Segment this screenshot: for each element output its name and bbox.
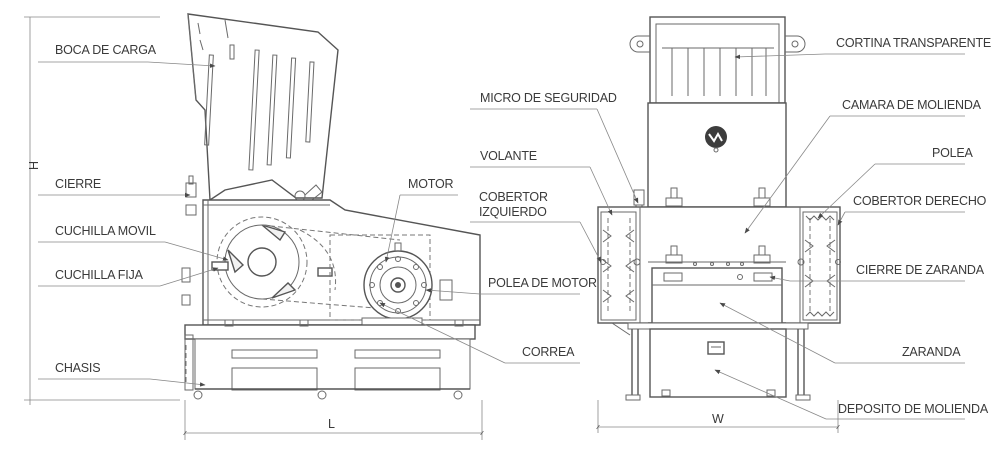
label-zaranda: ZARANDA bbox=[902, 345, 961, 359]
label-volante: VOLANTE bbox=[480, 149, 537, 163]
label-correa: CORREA bbox=[522, 345, 575, 359]
side-view-labels: BOCA DE CARGA CIERRE CUCHILLA MOVIL CUCH… bbox=[38, 43, 597, 387]
label-cobertor-derecho: COBERTOR DERECHO bbox=[853, 194, 987, 208]
label-deposito-de-molienda: DEPOSITO DE MOLIENDA bbox=[838, 402, 989, 416]
label-camara-de-molienda: CAMARA DE MOLIENDA bbox=[842, 98, 982, 112]
label-cierre: CIERRE bbox=[55, 177, 101, 191]
label-polea: POLEA bbox=[932, 146, 974, 160]
front-view-drawing: W bbox=[596, 16, 841, 433]
front-view-labels: CORTINA TRANSPARENTE MICRO DE SEGURIDAD … bbox=[470, 36, 991, 420]
label-chasis: CHASIS bbox=[55, 361, 100, 375]
label-cobertor-izquierdo-line2: IZQUIERDO bbox=[479, 205, 547, 219]
label-motor: MOTOR bbox=[408, 177, 453, 191]
label-cuchilla-fija: CUCHILLA FIJA bbox=[55, 268, 144, 282]
side-view-drawing: H bbox=[24, 13, 484, 440]
label-cuchilla-movil: CUCHILLA MOVIL bbox=[55, 224, 156, 238]
body-outline bbox=[202, 199, 481, 326]
hopper-outline bbox=[187, 13, 339, 202]
label-cortina-transparente: CORTINA TRANSPARENTE bbox=[836, 36, 991, 50]
width-dimension-label: W bbox=[712, 412, 724, 426]
label-boca-de-carga: BOCA DE CARGA bbox=[55, 43, 157, 57]
chassis-top bbox=[184, 324, 476, 340]
rotor-circle bbox=[216, 216, 308, 308]
label-micro-de-seguridad: MICRO DE SEGURIDAD bbox=[480, 91, 617, 105]
label-cobertor-izquierdo-line1: COBERTOR bbox=[479, 190, 548, 204]
front-hopper bbox=[649, 16, 786, 104]
height-dimension-label: H bbox=[27, 161, 41, 170]
length-dimension-label: L bbox=[328, 417, 335, 431]
label-cierre-de-zaranda: CIERRE DE ZARANDA bbox=[856, 263, 985, 277]
label-polea-de-motor: POLEA DE MOTOR bbox=[488, 276, 597, 290]
deposit-bin bbox=[649, 328, 787, 398]
